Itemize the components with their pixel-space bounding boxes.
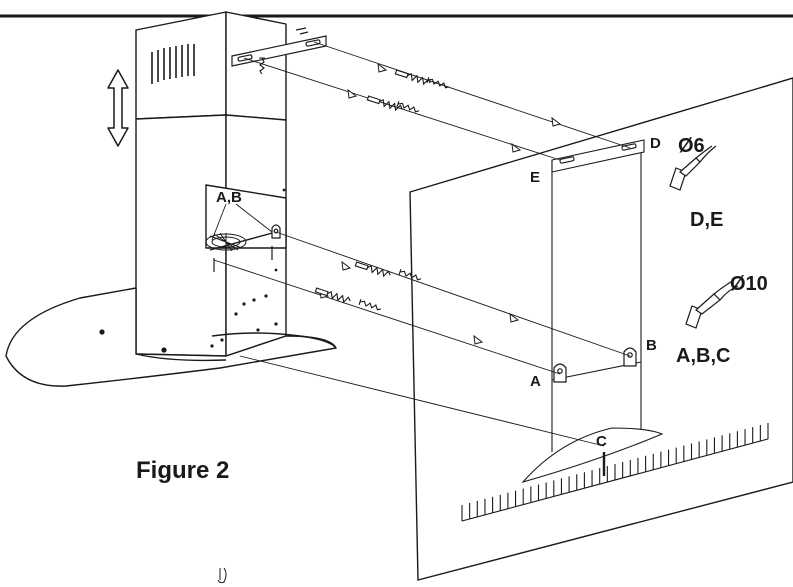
screws xyxy=(259,57,450,311)
label-a: A xyxy=(530,373,541,390)
drill-size-large: Ø10 xyxy=(730,273,768,295)
hook-icon xyxy=(217,567,227,584)
drill-points-small: D,E xyxy=(690,209,723,231)
drill-points-large: A,B,C xyxy=(676,345,730,367)
wall-plugs xyxy=(314,69,431,304)
label-b: B xyxy=(646,337,657,354)
label-c: C xyxy=(596,433,607,450)
label-ab: A,B xyxy=(216,189,242,206)
chimney-vents xyxy=(151,44,195,84)
drill-bit-small xyxy=(669,145,717,191)
wall-anchors xyxy=(553,347,637,383)
drill-size-small: Ø6 xyxy=(678,135,705,157)
ab-leaders xyxy=(211,203,273,241)
fan-motor xyxy=(205,231,277,252)
height-adjust-arrow xyxy=(107,69,129,147)
hood-assembly xyxy=(5,11,337,387)
drill-bit-large xyxy=(685,279,739,329)
hood-holes xyxy=(99,188,286,353)
wall-panel xyxy=(409,77,793,581)
figure-label: Figure 2 xyxy=(136,457,229,484)
direction-arrowheads xyxy=(319,62,562,345)
ghost-hood xyxy=(521,139,664,484)
label-d: D xyxy=(650,135,661,152)
floor-hatch xyxy=(461,423,769,522)
label-e: E xyxy=(530,169,540,186)
